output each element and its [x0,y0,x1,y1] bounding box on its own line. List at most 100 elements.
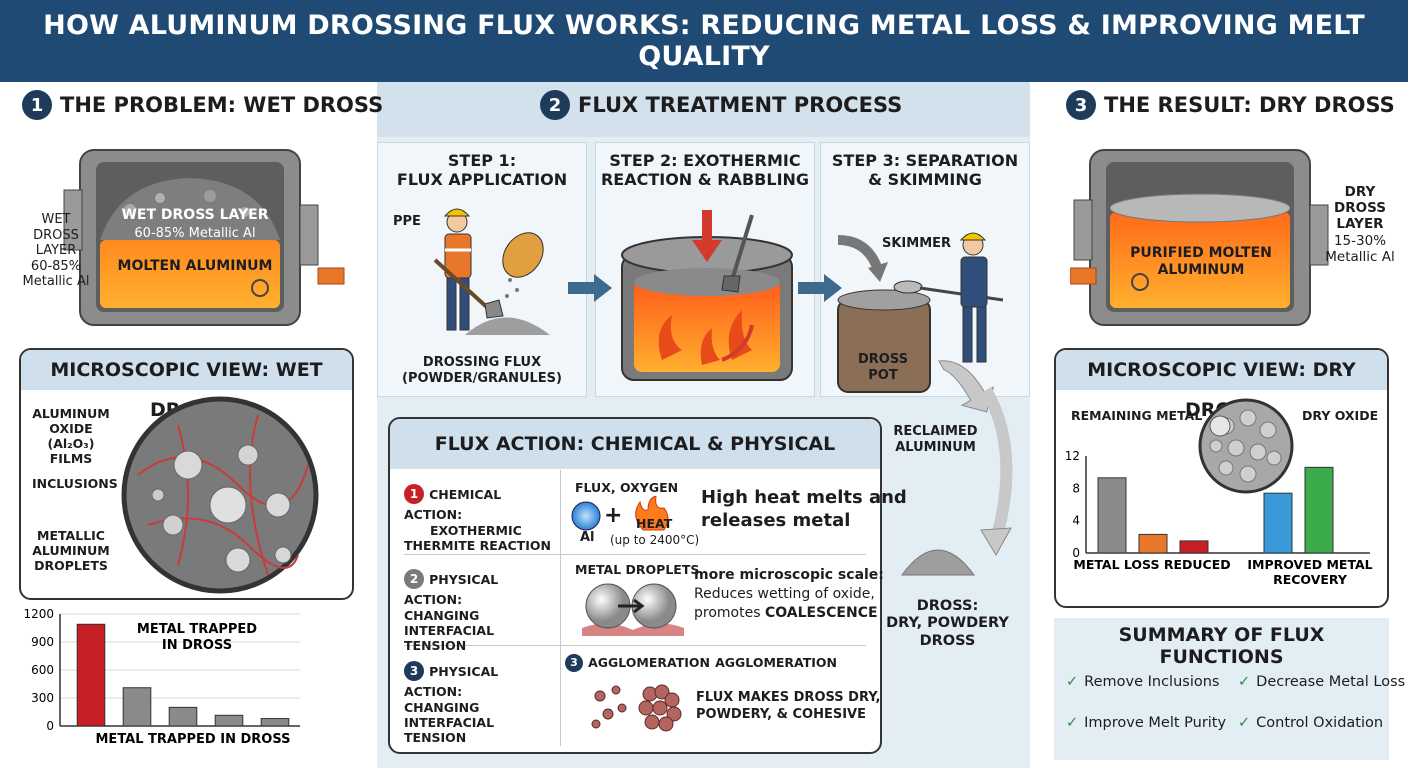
micro-wet-dross-title: MICROSCOPIC VIEW: WET DROSS [21,350,352,421]
molten-aluminum-label: MOLTEN ALUMINUM [117,258,273,274]
side-label-line: WET [41,212,71,227]
desc-line: promotes [694,604,765,621]
arrow-right-icon [798,274,842,302]
process-header-band [377,82,1030,137]
section-title-result: 3 THE RESULT: DRY DROSS [1066,90,1395,120]
dry-dross-pile-icon [901,549,975,576]
check-icon: ✓ [1066,715,1079,731]
desc-line: POWDERY, & COHESIVE [696,706,866,722]
step1-panel [377,142,587,397]
coalescence-emphasis: COALESCENCE [764,604,878,621]
summary-text: Remove Inclusions [1084,674,1220,690]
side-label-line: DROSS [1334,200,1386,217]
bar [1138,533,1168,554]
action-name-line: TENSION [404,730,467,745]
row-divider [404,554,866,555]
agglomerated-particles-icon [591,684,682,732]
action-name-line: THERMITE REACTION [404,538,551,553]
chart-xlabel: METAL TRAPPED IN DROSS [96,732,291,747]
dry-dross-side-label: DRY DROSS LAYER 15-30% Metallic Al [1318,184,1402,265]
y-tick-label: 900 [31,635,54,649]
worker-applying-flux-illustration [433,208,550,335]
wet-dross-layer-label: WET DROSS LAYER [121,207,269,223]
bar [260,718,290,727]
summary-item: ✓ Improve Melt Purity [1066,715,1226,731]
col-divider [560,470,561,746]
oxide-line: OXIDE [49,421,93,436]
side-label-line: DROSS [33,227,79,243]
y-tick-label: 300 [31,691,54,705]
plus-sign: + [604,503,623,528]
side-label-line: Metallic Al [1325,248,1395,265]
summary-item: ✓ Remove Inclusions [1066,674,1219,690]
coalescing-droplets-icon [582,583,684,636]
step-title-line: STEP 1: [447,151,517,170]
dry-dross-furnace-illustration [1070,149,1329,326]
metal-droplets-label: METAL DROPLETS [575,562,700,577]
molten-line: ALUMINUM [1157,261,1245,278]
dross-pot-label: DROSS POT [858,352,908,383]
y-tick-label: 0 [46,719,54,733]
summary-item: ✓Control Oxidation [1238,715,1383,731]
step-number-badge: 2 [540,90,570,120]
action-name-line: PHYSICAL ACTION: [404,572,499,607]
bar [1097,477,1127,554]
dry-dross-output-label: DROSS: DRY, POWDERY DROSS [885,598,1010,650]
check-icon: ✓ [1238,674,1251,690]
step-title-line: FLUX APPLICATION [396,170,568,190]
reclaimed-aluminum-label: RECLAIMED ALUMINUM [888,424,983,455]
check-icon: ✓ [1066,674,1079,690]
chart-title: IN DROSS [162,638,232,653]
check-icon: ✓ [1238,715,1251,731]
section-title-problem: 1 THE PROBLEM: WET DROSS [22,90,383,120]
agglomeration-label: AGGLOMERATION [715,655,838,670]
y-tick-label: 8 [1072,481,1080,495]
bar [1263,492,1293,554]
y-tick-label: 1200 [23,607,54,621]
bar [122,687,152,727]
side-label-line: Metallic Al [22,274,90,290]
action-row-1-name: 1 CHEMICAL ACTION: EXOTHERMIC THERMITE R… [404,484,558,553]
y-tick-label: 12 [1065,449,1080,463]
step-title-line: & SKIMMING [868,170,982,190]
desc-line: FLUX MAKES DROSS DRY, [696,690,881,705]
summary-text: Improve Melt Purity [1084,715,1227,731]
desc-line: High heat melts and [701,487,907,508]
flux-line: DROSSING FLUX [422,355,542,370]
row-number-badge: 3 [565,653,583,672]
droplets-line: DROPLETS [34,558,108,573]
micro-dry-dross-title: MICROSCOPIC VIEW: DRY DROSS [1056,350,1387,421]
action-name-line: TENSION [404,638,467,653]
action-row-2-name: 2 PHYSICAL ACTION: CHANGING INTERFACIAL … [404,569,558,653]
droplets-line: ALUMINUM [32,543,110,558]
step1-title: STEP 1: FLUX APPLICATION [377,151,587,189]
step-title-line: STEP 2: EXOTHERMIC [609,151,801,170]
row-divider [404,645,866,646]
heat-label: HEAT [636,516,673,531]
action-name-line: CHANGING INTERFACIAL [404,700,495,730]
flux-action-panel: FLUX ACTION: CHEMICAL & PHYSICAL [388,417,882,754]
desc-line: releases metal [701,510,851,532]
side-label-line: 60-85% [30,258,82,274]
summary-title: SUMMARY OF FLUX FUNCTIONS [1118,624,1325,668]
agglomeration-description: FLUX MAKES DROSS DRY, POWDERY, & COHESIV… [696,690,880,724]
side-label-line: LAYER [1336,216,1384,233]
step-title-line: STEP 3: SEPARATION [831,151,1019,170]
dross-out-line: DROSS [919,632,976,649]
y-tick-label: 0 [1072,546,1080,560]
group-label: RECOVERY [1273,572,1348,587]
summary-text: Decrease Metal Loss [1256,674,1406,690]
section-title-text: FLUX TREATMENT PROCESS [578,93,903,117]
purified-molten-label: PURIFIED MOLTEN ALUMINUM [1128,245,1274,279]
wet-dross-microscope-circle [121,396,319,594]
flux-line: (POWDER/GRANULES) [402,370,562,386]
drossing-flux-label: DROSSING FLUX (POWDER/GRANULES) [377,355,587,386]
desc-bold-line: more microscopic scale: [694,567,884,583]
chemical-action-description: High heat melts and releases metal [701,486,907,533]
action-name-line: EXOTHERMIC [430,523,522,538]
oxide-line: ALUMINUM [32,406,110,421]
section-title-process: 2 FLUX TREATMENT PROCESS [540,90,902,120]
page-title: HOW ALUMINUM DROSSING FLUX WORKS: REDUCI… [0,0,1408,82]
